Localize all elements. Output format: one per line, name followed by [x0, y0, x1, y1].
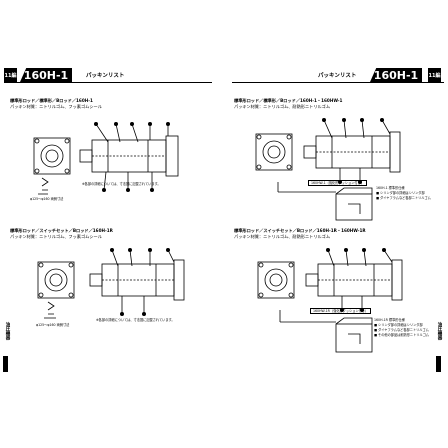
cylinder-drawing [255, 118, 401, 221]
right-page: パッキンリスト 160H-1 11編 標準形ロッド／標準形／Bロッド／160H-… [224, 0, 448, 448]
cylinder-drawing [37, 248, 185, 319]
spine-bar-left [3, 356, 8, 372]
section-note: 160H-1 標準形仕様 [376, 186, 405, 190]
spine-label-left: 油圧機器 [5, 322, 10, 340]
range-note: φ125〜φ160 両側寸法 [36, 323, 70, 327]
section-note: ■ シリンダ部の詳細はシリンダ部 [376, 191, 425, 195]
section-subtitle: パッキン材質：ニトリルゴム、フッ素ゴムシール [10, 104, 102, 109]
section-note: ■ ダイヤフラムなど各部ニトリルゴム [374, 328, 429, 332]
section-note: 160H-1R 標準形仕様 [374, 318, 405, 322]
side-tab-right: 11編 [428, 68, 441, 82]
spine-bar-right [436, 356, 441, 372]
section-note: ※各部の詳細については、寸法図に記載されています。 [82, 182, 161, 186]
spine-label-right: 油圧機器 [437, 322, 442, 340]
section-title: 標準形ロッド／標準形／Bロッド／160H-1・160HW-1 [234, 98, 343, 103]
callout-box: 160HW-1R（強化形クッション付き） [310, 308, 372, 314]
page-title-left: 160H-1 [20, 68, 72, 82]
left-header: 11編 160H-1 パッキンリスト [4, 67, 212, 83]
section-title: 標準形ロッド／スイッチセット／Bロッド／160H-1R・160HW-1R [234, 228, 366, 233]
section-note: ■ その他の部品は耐熱形ニトリルゴム [374, 333, 429, 337]
list-label-right: パッキンリスト [318, 73, 357, 79]
right-header: パッキンリスト 160H-1 11編 [232, 67, 444, 83]
section-subtitle: パッキン材質：ニトリルゴム、耐熱形ニトリルゴム [234, 234, 331, 239]
side-tab-left: 11編 [4, 68, 17, 82]
section-subtitle: パッキン材質：ニトリルゴム、フッ素ゴムシール [10, 234, 102, 239]
section-note: ■ シリンダ部の詳細はシリンダ部 [374, 323, 423, 327]
cylinder-drawing [33, 122, 179, 195]
section-title: 標準形ロッド／標準形／Bロッド／160H-1 [10, 98, 93, 103]
left-page: 11編 160H-1 パッキンリスト 標準形ロッド／標準形／Bロッド／160H-… [3, 67, 212, 372]
callout-box: 160HW-1（強化形クッション付き） [308, 180, 367, 186]
cylinder-drawing [257, 248, 403, 353]
page-title-right: 160H-1 [370, 68, 422, 82]
list-label-left: パッキンリスト [86, 73, 125, 79]
section-subtitle: パッキン材質：ニトリルゴム、耐熱形ニトリルゴム [234, 104, 331, 109]
section-note: ※各部の詳細については、寸法図に記載されています。 [96, 318, 175, 322]
section-note: ■ ダイヤフラムなど各部ニトリルゴム [376, 196, 431, 200]
range-note: φ125〜φ160 両側寸法 [30, 197, 64, 201]
section-title: 標準形ロッド／スイッチセット／Bロッド／160H-1R [10, 228, 113, 233]
